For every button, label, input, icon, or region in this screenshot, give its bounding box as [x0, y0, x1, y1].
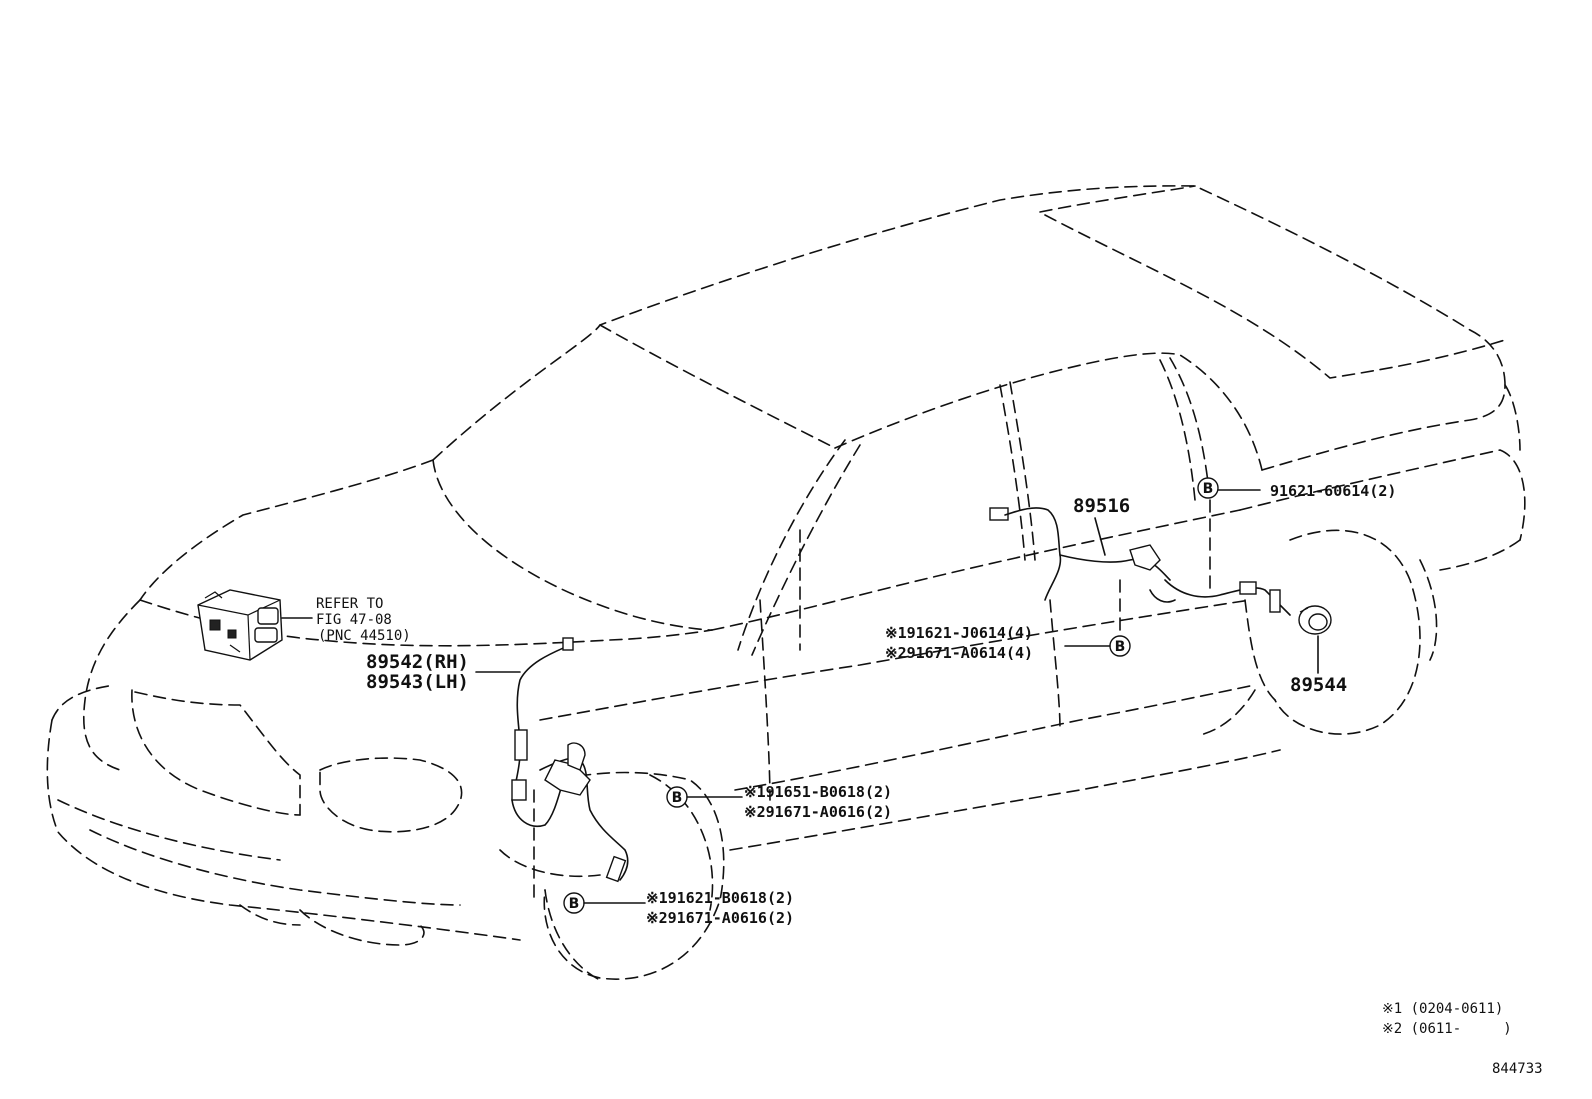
legend-note-1: ※1 (0204-0611) [1382, 1001, 1503, 1017]
figure-id: 844733 [1492, 1061, 1543, 1077]
actuator-ref-line3: (PNC 44510) [318, 628, 411, 644]
rear-sensor-leader-line [1094, 517, 1106, 556]
bolt-marker-rear-top: B [1197, 477, 1219, 499]
bolt-marker-front-upper: B [666, 786, 688, 808]
svg-text:B: B [569, 896, 580, 912]
rear-rotor-label: 89544 [1290, 674, 1347, 696]
rear-abs-sensor-image [989, 507, 1291, 616]
legend-note-2: ※2 (0611- ) [1382, 1021, 1512, 1037]
bolt-front-lower-label-2: ※291671-A0616(2) [646, 909, 794, 927]
svg-text:B: B [672, 790, 683, 806]
bolt-front-upper-label-1: ※191651-B0618(2) [744, 783, 892, 801]
svg-text:B: B [1203, 481, 1214, 497]
bolt-marker-rear-mid: B [1109, 635, 1131, 657]
bolt-rear-mid-label-2: ※291671-A0614(4) [885, 644, 1033, 662]
front-sensor-lh-label: 89543(LH) [366, 671, 469, 693]
svg-text:B: B [1115, 639, 1126, 655]
bolt-marker-front-lower: B [563, 892, 585, 914]
bolt-rear-mid-label-1: ※191621-J0614(4) [885, 624, 1033, 642]
bolt-front-upper-label-2: ※291671-A0616(2) [744, 803, 892, 821]
rear-sensor-label: 89516 [1073, 495, 1130, 517]
front-sensor-rh-label: 89542(RH) [366, 651, 469, 673]
bolt-front-lower-label-1: ※191621-B0618(2) [646, 889, 794, 907]
car-body-outline [46, 185, 1526, 981]
abs-actuator-image [197, 589, 283, 661]
bolt-rear-top-label: 91621-60614(2) [1270, 482, 1396, 500]
actuator-ref-line2: FIG 47-08 [316, 612, 392, 628]
actuator-ref-line1: REFER TO [316, 596, 383, 612]
front-abs-sensor-image [511, 637, 629, 883]
rear-rotor-image [1298, 605, 1332, 635]
